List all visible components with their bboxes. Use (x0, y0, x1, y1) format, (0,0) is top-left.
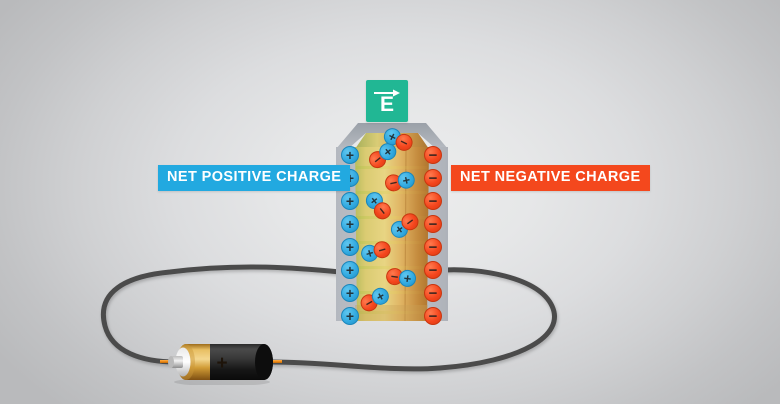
minus-icon: − (428, 261, 438, 279)
minus-icon: − (428, 238, 438, 256)
electric-field-badge: E (366, 80, 408, 122)
battery: + (160, 344, 282, 385)
dipole-positive: + (396, 170, 417, 191)
plus-icon: + (400, 172, 412, 189)
minus-icon: − (428, 215, 438, 233)
surface-charge-negative: − (424, 307, 442, 325)
plus-icon: + (402, 270, 413, 287)
wire-right-branch (269, 267, 557, 372)
surface-charge-negative: − (424, 261, 442, 279)
minus-icon: − (428, 146, 438, 164)
battery-positive-terminal (171, 356, 183, 368)
surface-charge-positive: + (341, 215, 359, 233)
conductor-slab: + + + + + + + + − − − − − − − − − + − + … (336, 119, 448, 325)
surface-charge-negative: − (424, 215, 442, 233)
plus-icon: + (345, 147, 355, 163)
minus-icon: − (428, 192, 438, 210)
arrow-right-icon (374, 89, 400, 97)
net-negative-charge-label: NET NEGATIVE CHARGE (451, 165, 650, 191)
surface-charge-positive: + (341, 238, 359, 256)
net-positive-charge-label: NET POSITIVE CHARGE (158, 165, 351, 191)
minus-icon: − (428, 307, 438, 325)
surface-charge-negative: − (424, 192, 442, 210)
surface-charge-positive: + (341, 146, 359, 164)
surface-charge-negative: − (424, 238, 442, 256)
surface-charge-positive: + (341, 192, 359, 210)
induced-dipole: − + (385, 265, 418, 291)
wire-left-branch (100, 264, 343, 365)
surface-charge-positive: + (341, 284, 359, 302)
plus-icon: + (345, 285, 355, 301)
surface-charge-negative: − (424, 146, 442, 164)
plus-icon: + (345, 308, 355, 324)
surface-charge-negative: − (424, 284, 442, 302)
plus-icon: + (345, 262, 355, 278)
electric-field-letter: E (379, 93, 394, 116)
plus-icon: + (345, 193, 355, 209)
minus-icon: − (376, 241, 388, 258)
battery-polarity-symbol: + (216, 353, 227, 374)
plus-icon: + (345, 216, 355, 232)
surface-charge-positive: + (341, 307, 359, 325)
surface-charge-positive: + (341, 261, 359, 279)
plus-icon: + (345, 239, 355, 255)
minus-icon: − (428, 169, 438, 187)
minus-icon: − (428, 284, 438, 302)
surface-charge-negative: − (424, 169, 442, 187)
dipole-positive: + (397, 268, 418, 289)
